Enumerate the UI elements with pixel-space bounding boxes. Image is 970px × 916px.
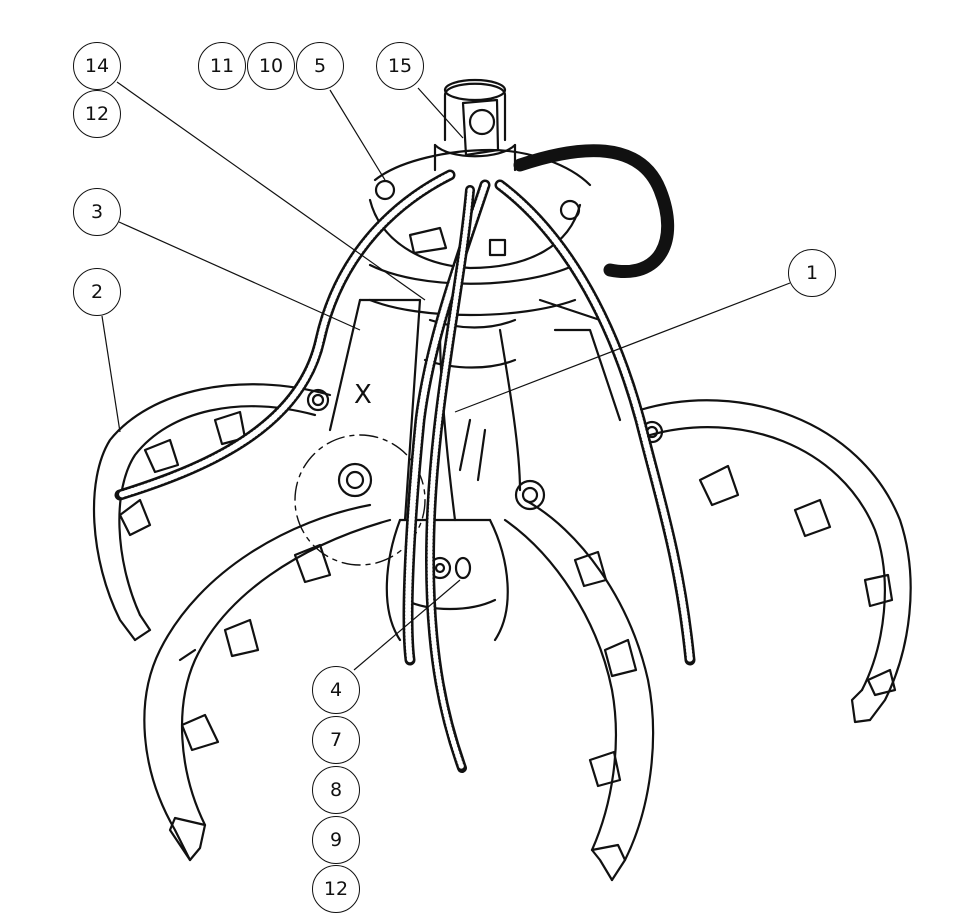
callout-12: 12 [73, 90, 121, 138]
callout-9: 9 [312, 816, 360, 864]
detail-zone-label: X [354, 380, 372, 410]
callout-8: 8 [312, 766, 360, 814]
hoses [114, 144, 696, 773]
tine-front-right [503, 498, 655, 882]
callout-10: 10 [247, 42, 295, 90]
leader-lines [101, 81, 791, 671]
callout-12-lower: 12 [312, 865, 360, 913]
callout-15: 15 [376, 42, 424, 90]
callout-11: 11 [198, 42, 246, 90]
callout-1: 1 [788, 249, 836, 297]
callout-14: 14 [73, 42, 121, 90]
callout-2: 2 [73, 268, 121, 316]
callout-3: 3 [73, 188, 121, 236]
rotator-head [368, 148, 592, 317]
tine-front-left [143, 503, 392, 862]
callout-5: 5 [296, 42, 344, 90]
tine-back-right [638, 399, 912, 724]
callout-4: 4 [312, 666, 360, 714]
tine-back-left [92, 383, 332, 642]
top-link [433, 78, 517, 172]
callout-7: 7 [312, 716, 360, 764]
